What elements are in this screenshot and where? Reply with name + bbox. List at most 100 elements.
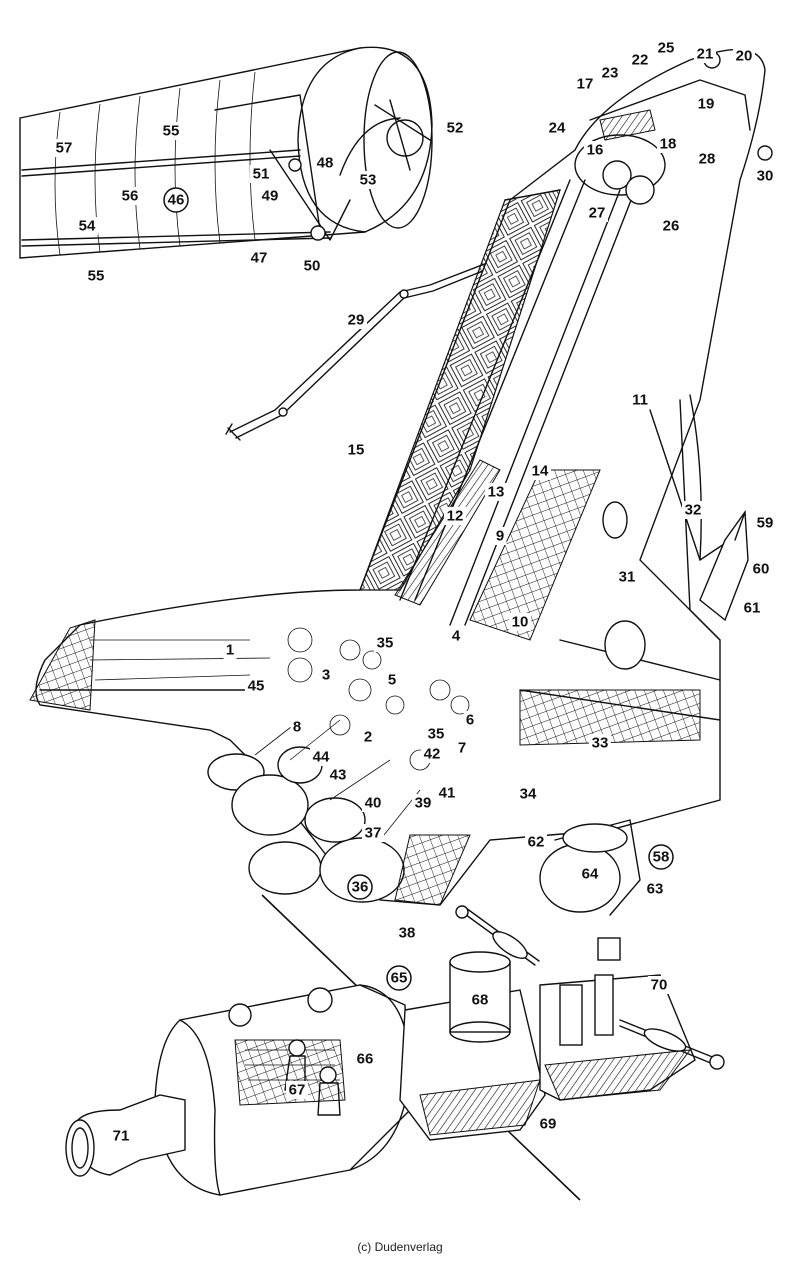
callout-37: 37 (362, 824, 384, 842)
tank-segment-group (19, 46, 433, 259)
callout-number-10: 10 (512, 614, 529, 631)
callout-backdrop-48 (314, 154, 336, 172)
callout-23: 23 (599, 64, 621, 82)
callout-number-19: 19 (698, 96, 715, 113)
callout-13: 13 (485, 483, 507, 501)
callout-number-41: 41 (439, 785, 456, 802)
callout-48: 48 (314, 154, 336, 172)
callout-backdrop-44 (310, 748, 332, 766)
callout-number-36: 36 (352, 879, 369, 896)
callout-56: 56 (119, 187, 141, 205)
callout-backdrop-66 (354, 1050, 376, 1068)
callout-backdrop-56 (119, 187, 141, 205)
callout-backdrop-69 (537, 1115, 559, 1133)
callout-69: 69 (537, 1115, 559, 1133)
callout-backdrop-22 (629, 51, 651, 69)
callout-6: 6 (463, 711, 477, 729)
callout-backdrop-35b (425, 725, 447, 743)
callout-number-17: 17 (577, 76, 594, 93)
callout-21: 21 (694, 45, 716, 63)
callout-number-58: 58 (653, 849, 670, 866)
callout-20: 20 (733, 47, 755, 65)
callout-62: 62 (525, 833, 547, 851)
callout-number-71: 71 (113, 1128, 130, 1145)
callout-24: 24 (546, 119, 568, 137)
callout-number-27: 27 (589, 205, 606, 222)
callout-backdrop-64 (579, 865, 601, 883)
callout-circle-46 (163, 187, 189, 213)
callout-circle-36 (347, 874, 373, 900)
callout-circle-58 (648, 844, 674, 870)
callout-53: 53 (357, 171, 379, 189)
callout-29: 29 (345, 311, 367, 329)
callout-backdrop-16 (584, 141, 606, 159)
spacelab-modules (65, 905, 725, 1196)
callout-19: 19 (695, 95, 717, 113)
callout-backdrop-26 (660, 217, 682, 235)
callout-number-29: 29 (348, 312, 365, 329)
callout-39: 39 (412, 794, 434, 812)
callout-34: 34 (517, 785, 539, 803)
callout-backdrop-9 (493, 527, 507, 545)
callout-number-56: 56 (122, 188, 139, 205)
callout-66: 66 (354, 1050, 376, 1068)
callout-number-59: 59 (757, 515, 774, 532)
callout-circle-65 (386, 965, 412, 991)
copyright-notice: (c) Dudenverlag (357, 1240, 443, 1254)
callout-number-69: 69 (540, 1116, 557, 1133)
callout-backdrop-33 (589, 734, 611, 752)
callout-number-43: 43 (330, 767, 347, 784)
callout-number-37: 37 (365, 825, 382, 842)
callout-number-11: 11 (632, 392, 648, 409)
callout-number-25: 25 (658, 40, 675, 57)
callout-26: 26 (660, 217, 682, 235)
callout-36: 36 (347, 874, 373, 900)
callout-35a: 35 (374, 634, 396, 652)
callout-18: 18 (657, 135, 679, 153)
callout-backdrop-4 (449, 627, 463, 645)
callout-backdrop-20 (733, 47, 755, 65)
callout-number-12: 12 (447, 508, 464, 525)
callout-number-15: 15 (348, 442, 365, 459)
callout-backdrop-29 (345, 311, 367, 329)
manipulator-arm (225, 237, 553, 441)
callout-47: 47 (248, 249, 270, 267)
callout-number-21: 21 (697, 46, 714, 63)
callout-7: 7 (455, 739, 469, 757)
callout-number-48: 48 (317, 155, 334, 172)
callout-backdrop-47 (248, 249, 270, 267)
callout-number-45: 45 (248, 678, 265, 695)
callout-backdrop-60 (750, 560, 772, 578)
callout-labels: 1234567891011121314151617181920212223242… (53, 39, 776, 1145)
callout-backdrop-32 (682, 501, 704, 519)
callout-number-46: 46 (168, 192, 185, 209)
callout-44: 44 (310, 748, 332, 766)
callout-45: 45 (245, 677, 267, 695)
callout-number-67: 67 (289, 1082, 306, 1099)
callout-backdrop-6 (463, 711, 477, 729)
callout-number-38: 38 (399, 925, 416, 942)
callout-number-66: 66 (357, 1051, 374, 1068)
callout-backdrop-8 (290, 718, 304, 736)
callout-backdrop-68 (469, 991, 491, 1009)
callout-backdrop-50 (301, 257, 323, 275)
callout-backdrop-14 (529, 462, 551, 480)
callout-number-40: 40 (365, 795, 382, 812)
callout-number-4: 4 (452, 628, 461, 645)
callout-number-55a: 55 (163, 123, 180, 140)
callout-number-23: 23 (602, 65, 619, 82)
callout-backdrop-42 (421, 745, 443, 763)
callout-number-20: 20 (736, 48, 753, 65)
callout-backdrop-19 (695, 95, 717, 113)
callout-backdrop-39 (412, 794, 434, 812)
callout-backdrop-51 (250, 165, 272, 183)
callout-backdrop-34 (517, 785, 539, 803)
callout-64: 64 (579, 865, 601, 883)
callout-backdrop-10 (509, 613, 531, 631)
callout-backdrop-12 (444, 507, 466, 525)
callout-backdrop-35a (374, 634, 396, 652)
callout-55a: 55 (160, 122, 182, 140)
callout-14: 14 (529, 462, 551, 480)
callout-number-9: 9 (496, 528, 504, 545)
callout-65: 65 (386, 965, 412, 991)
